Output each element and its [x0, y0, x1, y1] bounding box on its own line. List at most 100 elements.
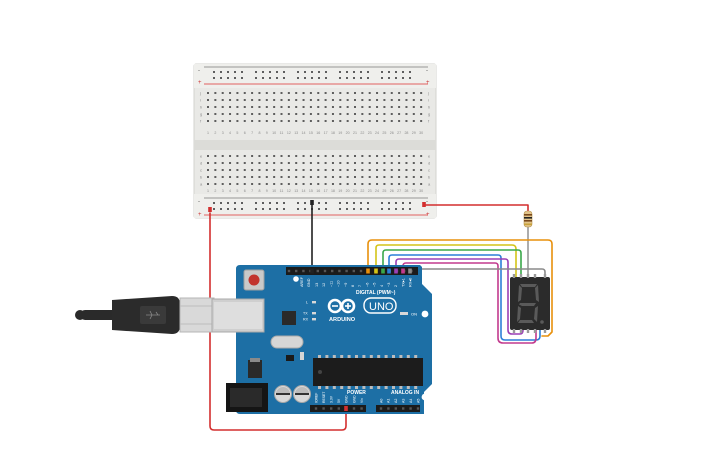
breadboard-hole[interactable] [258, 120, 261, 122]
breadboard-hole[interactable] [405, 106, 408, 108]
breadboard-hole[interactable] [317, 92, 320, 94]
breadboard-hole[interactable] [324, 120, 327, 122]
breadboard-hole[interactable] [258, 113, 261, 115]
breadboard-hole[interactable] [251, 169, 254, 171]
breadboard-hole[interactable] [207, 169, 209, 171]
breadboard-hole[interactable] [213, 202, 215, 204]
breadboard-hole[interactable] [287, 176, 290, 178]
breadboard-hole[interactable] [383, 169, 386, 171]
breadboard-hole[interactable] [420, 99, 423, 101]
breadboard-hole[interactable] [273, 120, 276, 122]
breadboard-hole[interactable] [360, 208, 362, 210]
breadboard-hole[interactable] [283, 208, 285, 210]
red-power-wire[interactable] [209, 212, 347, 431]
breadboard-hole[interactable] [324, 92, 327, 94]
breadboard-hole[interactable] [318, 208, 320, 210]
breadboard-hole[interactable] [295, 176, 298, 178]
display-pins-top[interactable] [512, 274, 547, 278]
breadboard-hole[interactable] [324, 169, 327, 171]
breadboard-hole[interactable] [227, 71, 229, 73]
breadboard-hole[interactable] [388, 71, 390, 73]
breadboard-hole[interactable] [280, 120, 283, 122]
breadboard-hole[interactable] [318, 71, 320, 73]
breadboard-hole[interactable] [420, 92, 423, 94]
breadboard-hole[interactable] [346, 183, 349, 185]
breadboard-hole[interactable] [331, 155, 334, 157]
breadboard-hole[interactable] [265, 106, 268, 108]
breadboard-hole[interactable] [405, 183, 408, 185]
breadboard-hole[interactable] [309, 99, 312, 101]
breadboard-hole[interactable] [325, 208, 327, 210]
breadboard-hole[interactable] [220, 77, 222, 79]
breadboard-hole[interactable] [420, 120, 423, 122]
breadboard-hole[interactable] [388, 202, 390, 204]
pin-socket[interactable] [360, 407, 363, 410]
breadboard-hole[interactable] [236, 176, 239, 178]
breadboard-hole[interactable] [376, 155, 379, 157]
breadboard-hole[interactable] [280, 155, 283, 157]
breadboard-hole[interactable] [265, 162, 268, 164]
breadboard-hole[interactable] [376, 183, 379, 185]
breadboard-hole[interactable] [324, 155, 327, 157]
seven-segment-display[interactable] [510, 274, 550, 333]
breadboard-hole[interactable] [412, 176, 415, 178]
orange-signal-wire[interactable] [367, 239, 553, 337]
breadboard-hole[interactable] [255, 202, 257, 204]
breadboard-hole[interactable] [251, 113, 254, 115]
breadboard-hole[interactable] [280, 99, 283, 101]
breadboard-hole[interactable] [405, 92, 408, 94]
breadboard-hole[interactable] [317, 113, 320, 115]
breadboard-hole[interactable] [214, 120, 217, 122]
breadboard-hole[interactable] [302, 162, 305, 164]
gray-signal-wire[interactable] [409, 268, 546, 279]
breadboard-hole[interactable] [236, 120, 239, 122]
breadboard-hole[interactable] [214, 169, 217, 171]
breadboard-hole[interactable] [354, 169, 356, 171]
breadboard-hole[interactable] [236, 155, 239, 157]
breadboard-hole[interactable] [236, 113, 239, 115]
breadboard-hole[interactable] [221, 155, 224, 157]
breadboard-hole[interactable] [409, 202, 411, 204]
breadboard-hole[interactable] [317, 162, 320, 164]
breadboard-hole[interactable] [243, 92, 246, 94]
breadboard-hole[interactable] [297, 208, 299, 210]
breadboard-hole[interactable] [302, 92, 305, 94]
breadboard-hole[interactable] [361, 176, 364, 178]
breadboard-hole[interactable] [353, 71, 355, 73]
breadboard-hole[interactable] [304, 77, 306, 79]
display-pin[interactable] [533, 274, 537, 278]
breadboard-hole[interactable] [243, 99, 246, 101]
breadboard-hole[interactable] [214, 162, 217, 164]
breadboard-hole[interactable] [207, 99, 209, 101]
breadboard-hole[interactable] [297, 71, 299, 73]
resistor[interactable] [523, 210, 533, 228]
breadboard-hole[interactable] [258, 92, 261, 94]
breadboard-hole[interactable] [236, 183, 239, 185]
breadboard-hole[interactable] [339, 208, 341, 210]
breadboard-hole[interactable] [339, 92, 342, 94]
breadboard-hole[interactable] [331, 162, 334, 164]
breadboard-hole[interactable] [383, 155, 386, 157]
breadboard-hole[interactable] [221, 120, 224, 122]
breadboard-hole[interactable] [354, 176, 356, 178]
breadboard-hole[interactable] [317, 183, 320, 185]
breadboard-hole[interactable] [236, 162, 239, 164]
breadboard-hole[interactable] [227, 208, 229, 210]
pin-socket[interactable] [352, 269, 355, 273]
breadboard-hole[interactable] [346, 77, 348, 79]
breadboard-hole[interactable] [339, 71, 341, 73]
breadboard-hole[interactable] [221, 99, 224, 101]
breadboard-hole[interactable] [383, 162, 386, 164]
breadboard-hole[interactable] [273, 183, 276, 185]
breadboard-hole[interactable] [376, 99, 379, 101]
breadboard-hole[interactable] [354, 162, 356, 164]
display-pin[interactable] [512, 274, 516, 278]
breadboard-hole[interactable] [221, 176, 224, 178]
breadboard-hole[interactable] [402, 71, 404, 73]
display-pin[interactable] [526, 329, 530, 333]
breadboard-hole[interactable] [398, 106, 401, 108]
breadboard-hole[interactable] [258, 162, 261, 164]
breadboard-hole[interactable] [317, 99, 320, 101]
pin-socket[interactable] [394, 407, 397, 410]
